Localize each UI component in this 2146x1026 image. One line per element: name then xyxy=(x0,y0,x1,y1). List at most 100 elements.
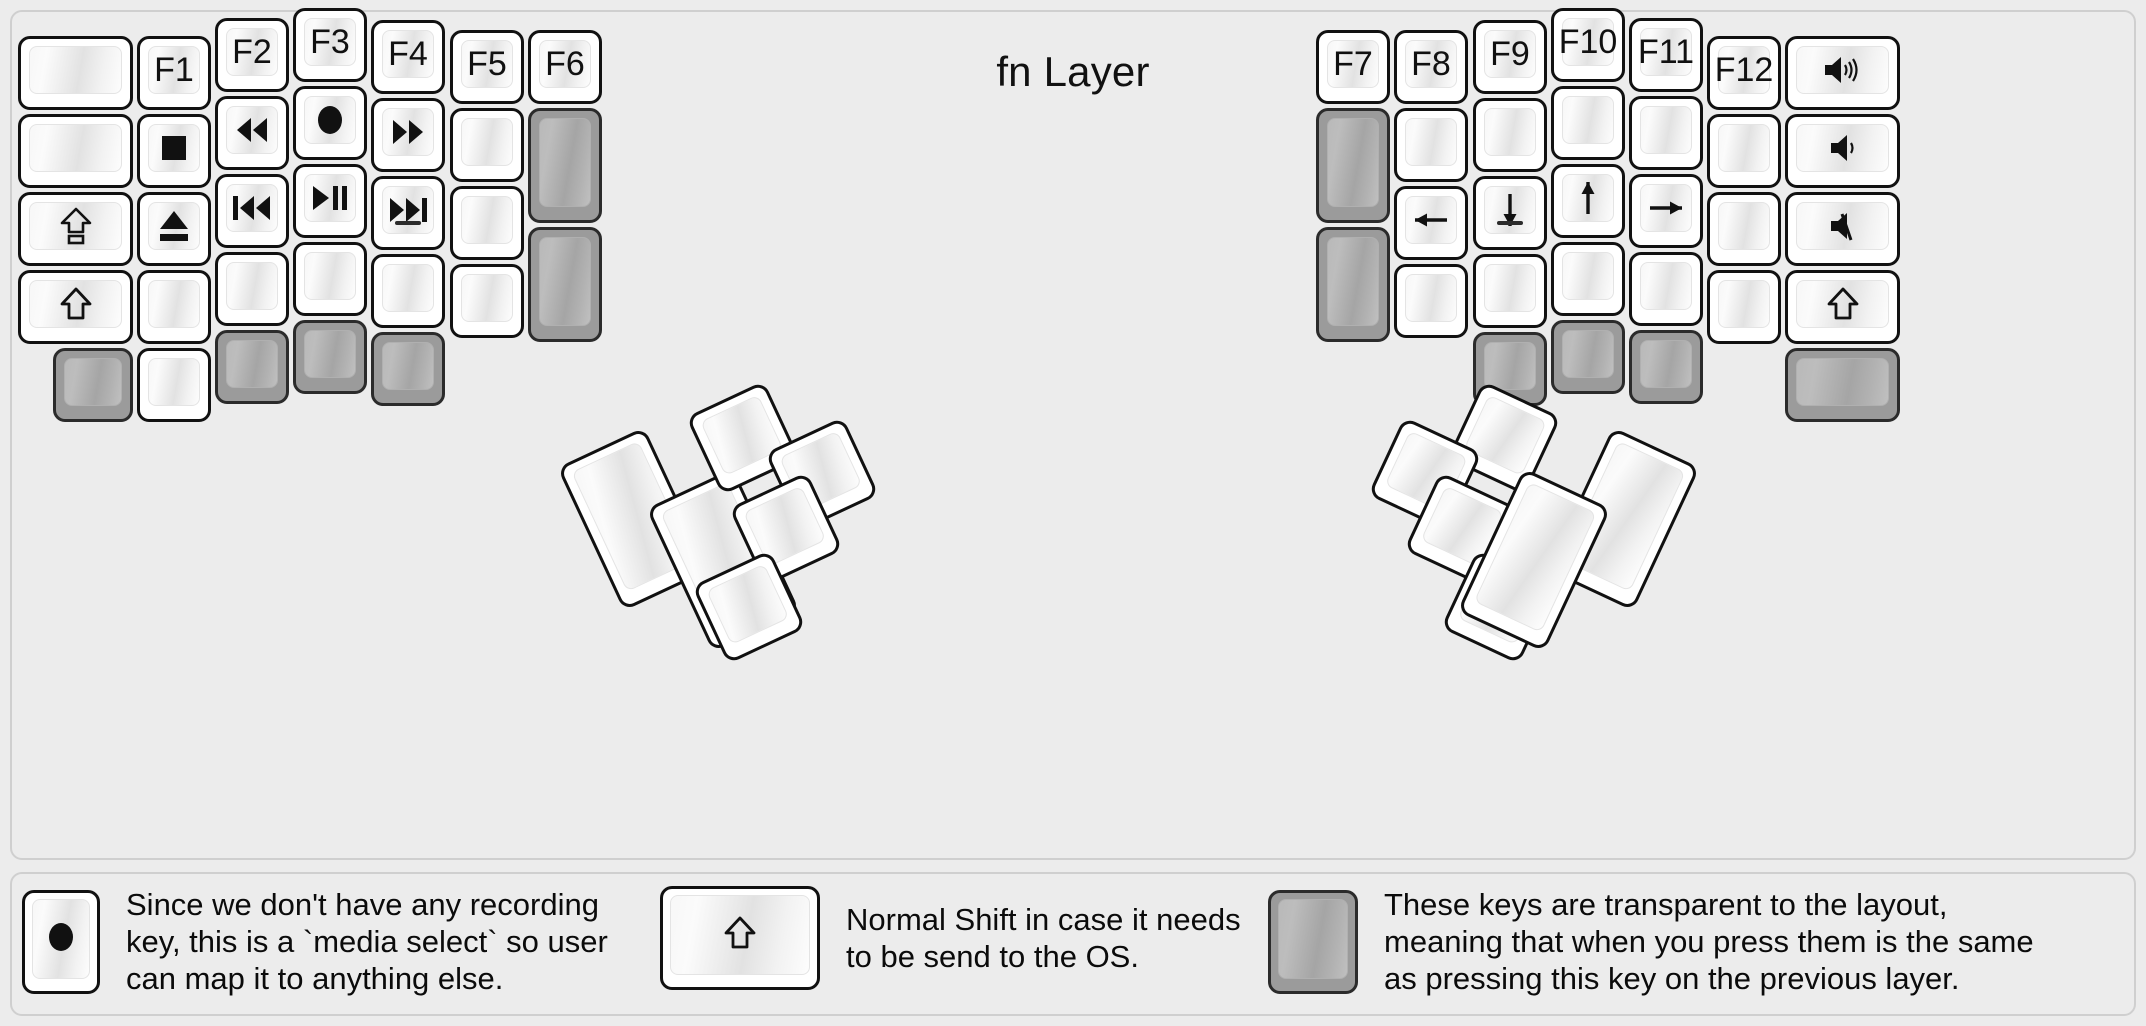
left-col-f2-key-2[interactable] xyxy=(215,96,289,170)
right-col-f8-key-1[interactable]: F8 xyxy=(1394,30,1468,104)
left-col-f5-key-3[interactable] xyxy=(450,186,524,260)
left-col-f3-key-1[interactable]: F3 xyxy=(293,8,367,82)
left-col-f4-key-5[interactable] xyxy=(371,332,445,406)
keycap-surface xyxy=(382,108,434,156)
keycap-surface xyxy=(382,342,434,390)
left-col-f4-key-3[interactable] xyxy=(371,176,445,250)
right-col-f11-key-2[interactable] xyxy=(1629,96,1703,170)
right-col-outer-right-key-3[interactable] xyxy=(1785,192,1900,266)
arrow-left-icon xyxy=(1413,206,1449,234)
key-label: F9 xyxy=(1490,35,1530,73)
eject-icon xyxy=(157,208,191,244)
right-col-outer-right-key-2[interactable] xyxy=(1785,114,1900,188)
keycap-surface xyxy=(148,358,200,406)
right-col-f11-key-1[interactable]: F11 xyxy=(1629,18,1703,92)
arrow-up-icon xyxy=(1574,180,1602,216)
keycap-surface xyxy=(1796,46,1889,94)
left-col-f1-key-5[interactable] xyxy=(137,348,211,422)
left-col-f4-key-2[interactable] xyxy=(371,98,445,172)
right-col-f12-key-4[interactable] xyxy=(1707,270,1781,344)
left-col-f6-key-1[interactable]: F6 xyxy=(528,30,602,104)
left-col-f4-key-4[interactable] xyxy=(371,254,445,328)
shift-arrow-icon xyxy=(723,916,757,955)
right-col-f9-key-3[interactable] xyxy=(1473,176,1547,250)
left-col-f4-key-1[interactable]: F4 xyxy=(371,20,445,94)
keycap-surface xyxy=(382,264,434,312)
keycap-surface xyxy=(1718,280,1770,328)
right-col-f7-key-2[interactable] xyxy=(1316,108,1390,223)
right-col-f9-key-4[interactable] xyxy=(1473,254,1547,328)
right-col-f10-key-3[interactable] xyxy=(1551,164,1625,238)
keycap-surface xyxy=(461,118,513,166)
volume-mute-icon xyxy=(1829,210,1857,242)
right-col-f7-key-3[interactable] xyxy=(1316,227,1390,342)
left-col-f6-key-2[interactable] xyxy=(528,108,602,223)
right-col-outer-right-key-1[interactable] xyxy=(1785,36,1900,110)
right-col-outer-right-key-4[interactable] xyxy=(1785,270,1900,344)
right-col-f9-key-1[interactable]: F9 xyxy=(1473,20,1547,94)
keycap-surface xyxy=(226,262,278,310)
left-col-outer-left-key-5[interactable] xyxy=(53,348,133,422)
record-icon xyxy=(313,103,347,137)
keycap-surface xyxy=(382,30,434,78)
right-col-f12-key-2[interactable] xyxy=(1707,114,1781,188)
left-col-f5-key-4[interactable] xyxy=(450,264,524,338)
left-col-outer-left-key-2[interactable] xyxy=(18,114,133,188)
left-col-outer-left-key-4[interactable] xyxy=(18,270,133,344)
right-col-f8-key-4[interactable] xyxy=(1394,264,1468,338)
right-col-f7-key-1[interactable]: F7 xyxy=(1316,30,1390,104)
keycap-surface xyxy=(461,274,513,322)
right-col-f10-key-1[interactable]: F10 xyxy=(1551,8,1625,82)
left-col-outer-left-key-3[interactable] xyxy=(18,192,133,266)
left-col-f3-key-4[interactable] xyxy=(293,242,367,316)
key-label: F6 xyxy=(545,45,585,83)
right-col-f8-key-2[interactable] xyxy=(1394,108,1468,182)
right-col-f11-key-3[interactable] xyxy=(1629,174,1703,248)
keycap-surface xyxy=(1327,237,1379,326)
left-col-f6-key-3[interactable] xyxy=(528,227,602,342)
left-col-outer-left-key-1[interactable] xyxy=(18,36,133,110)
left-col-f5-key-2[interactable] xyxy=(450,108,524,182)
right-col-f10-key-5[interactable] xyxy=(1551,320,1625,394)
homing-bar-icon xyxy=(395,221,421,225)
right-col-f8-key-3[interactable] xyxy=(1394,186,1468,260)
left-col-f2-key-3[interactable] xyxy=(215,174,289,248)
next-track-icon xyxy=(388,196,428,224)
right-col-f10-key-2[interactable] xyxy=(1551,86,1625,160)
right-col-outer-right-key-5[interactable] xyxy=(1785,348,1900,422)
volume-up-icon xyxy=(1823,54,1863,86)
key-label: F5 xyxy=(467,45,507,83)
keycap-surface xyxy=(148,280,200,328)
left-col-f5-key-1[interactable]: F5 xyxy=(450,30,524,104)
keycap-surface xyxy=(1484,342,1536,390)
key-label: F11 xyxy=(1637,33,1695,71)
left-col-f1-key-3[interactable] xyxy=(137,192,211,266)
legend-text-1: Since we don't have any recording key, t… xyxy=(126,887,608,997)
left-col-f1-key-4[interactable] xyxy=(137,270,211,344)
left-col-f3-key-5[interactable] xyxy=(293,320,367,394)
key-label: F7 xyxy=(1333,45,1373,83)
key-label: F2 xyxy=(232,33,272,71)
left-col-f2-key-1[interactable]: F2 xyxy=(215,18,289,92)
right-col-f12-key-1[interactable]: F12 xyxy=(1707,36,1781,110)
left-col-f2-key-5[interactable] xyxy=(215,330,289,404)
left-col-f1-key-1[interactable]: F1 xyxy=(137,36,211,110)
key-label: F10 xyxy=(1558,23,1618,61)
key-label: F8 xyxy=(1411,45,1451,83)
keycap-surface xyxy=(461,196,513,244)
volume-down-icon xyxy=(1829,132,1857,164)
keycap-surface xyxy=(670,895,810,975)
right-col-f10-key-4[interactable] xyxy=(1551,242,1625,316)
keycap-surface xyxy=(64,358,122,406)
right-col-f11-key-4[interactable] xyxy=(1629,252,1703,326)
right-col-f12-key-3[interactable] xyxy=(1707,192,1781,266)
keycap-surface xyxy=(226,28,278,76)
keycap-surface xyxy=(1562,330,1614,378)
left-col-f3-key-2[interactable] xyxy=(293,86,367,160)
left-col-f3-key-3[interactable] xyxy=(293,164,367,238)
left-col-f1-key-2[interactable] xyxy=(137,114,211,188)
keycap-surface xyxy=(29,46,122,94)
right-col-f11-key-5[interactable] xyxy=(1629,330,1703,404)
right-col-f9-key-2[interactable] xyxy=(1473,98,1547,172)
left-col-f2-key-4[interactable] xyxy=(215,252,289,326)
